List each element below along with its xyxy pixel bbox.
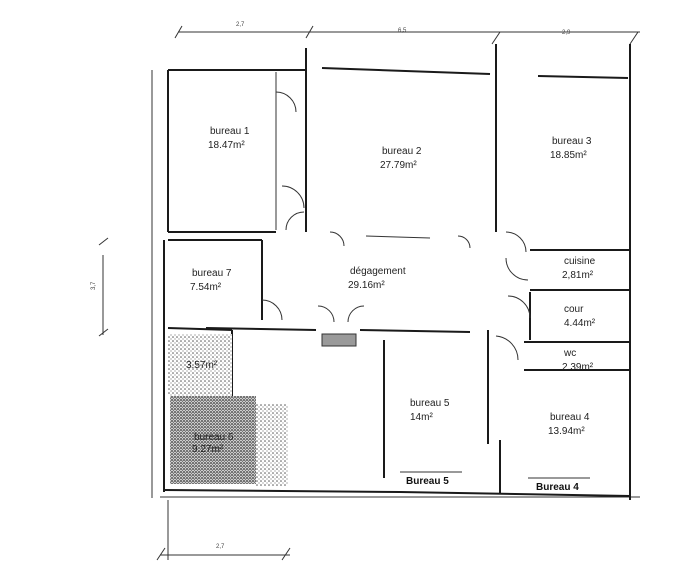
room-area: 2,81m² — [562, 270, 594, 281]
dimension-labels: 2,7 6,5 2,9 3,7 2,7 — [91, 22, 571, 550]
dim-top-mid: 6,5 — [398, 28, 407, 34]
room-area: 7.54m² — [190, 282, 222, 293]
dimension-lines — [98, 25, 640, 561]
dim-bottom: 2,7 — [216, 544, 225, 550]
room-area: 18.47m² — [208, 140, 245, 151]
room-name: bureau 4 — [550, 412, 590, 423]
room-area: 4.44m² — [564, 318, 596, 329]
sign-bureau-5: Bureau 5 — [406, 476, 449, 487]
room-name: cour — [564, 304, 584, 315]
dim-top-left: 2,7 — [236, 22, 245, 28]
door-signs: Bureau 5 Bureau 4 — [400, 471, 590, 493]
room-area: 2.39m² — [562, 362, 594, 373]
room-name: cuisine — [564, 256, 596, 267]
hatched-strip — [256, 404, 288, 486]
room-area: 18.85m² — [550, 150, 587, 161]
room-name: bureau 3 — [552, 136, 592, 147]
room-area: 3.57m² — [186, 360, 218, 371]
room-name: wc — [563, 348, 576, 359]
room-name: bureau 6 — [194, 432, 234, 443]
hatched-room-bureau-6 — [170, 396, 256, 484]
room-area: 29.16m² — [348, 280, 385, 291]
room-labels: bureau 1 18.47m² bureau 2 27.79m² bureau… — [186, 126, 596, 455]
dim-top-right: 2,9 — [562, 30, 571, 36]
sign-bureau-4: Bureau 4 — [536, 482, 579, 493]
room-name: bureau 1 — [210, 126, 250, 137]
room-name: dégagement — [350, 266, 406, 277]
dim-left: 3,7 — [91, 281, 97, 290]
exterior-walls — [163, 44, 631, 500]
room-area: 13.94m² — [548, 426, 585, 437]
room-area: 14m² — [410, 412, 433, 423]
hatched-room-small — [168, 334, 232, 396]
room-name: bureau 5 — [410, 398, 450, 409]
room-area: 9.27m² — [192, 444, 224, 455]
entry-mat — [321, 333, 357, 347]
room-name: bureau 2 — [382, 146, 422, 157]
room-area: 27.79m² — [380, 160, 417, 171]
room-name: bureau 7 — [192, 268, 232, 279]
